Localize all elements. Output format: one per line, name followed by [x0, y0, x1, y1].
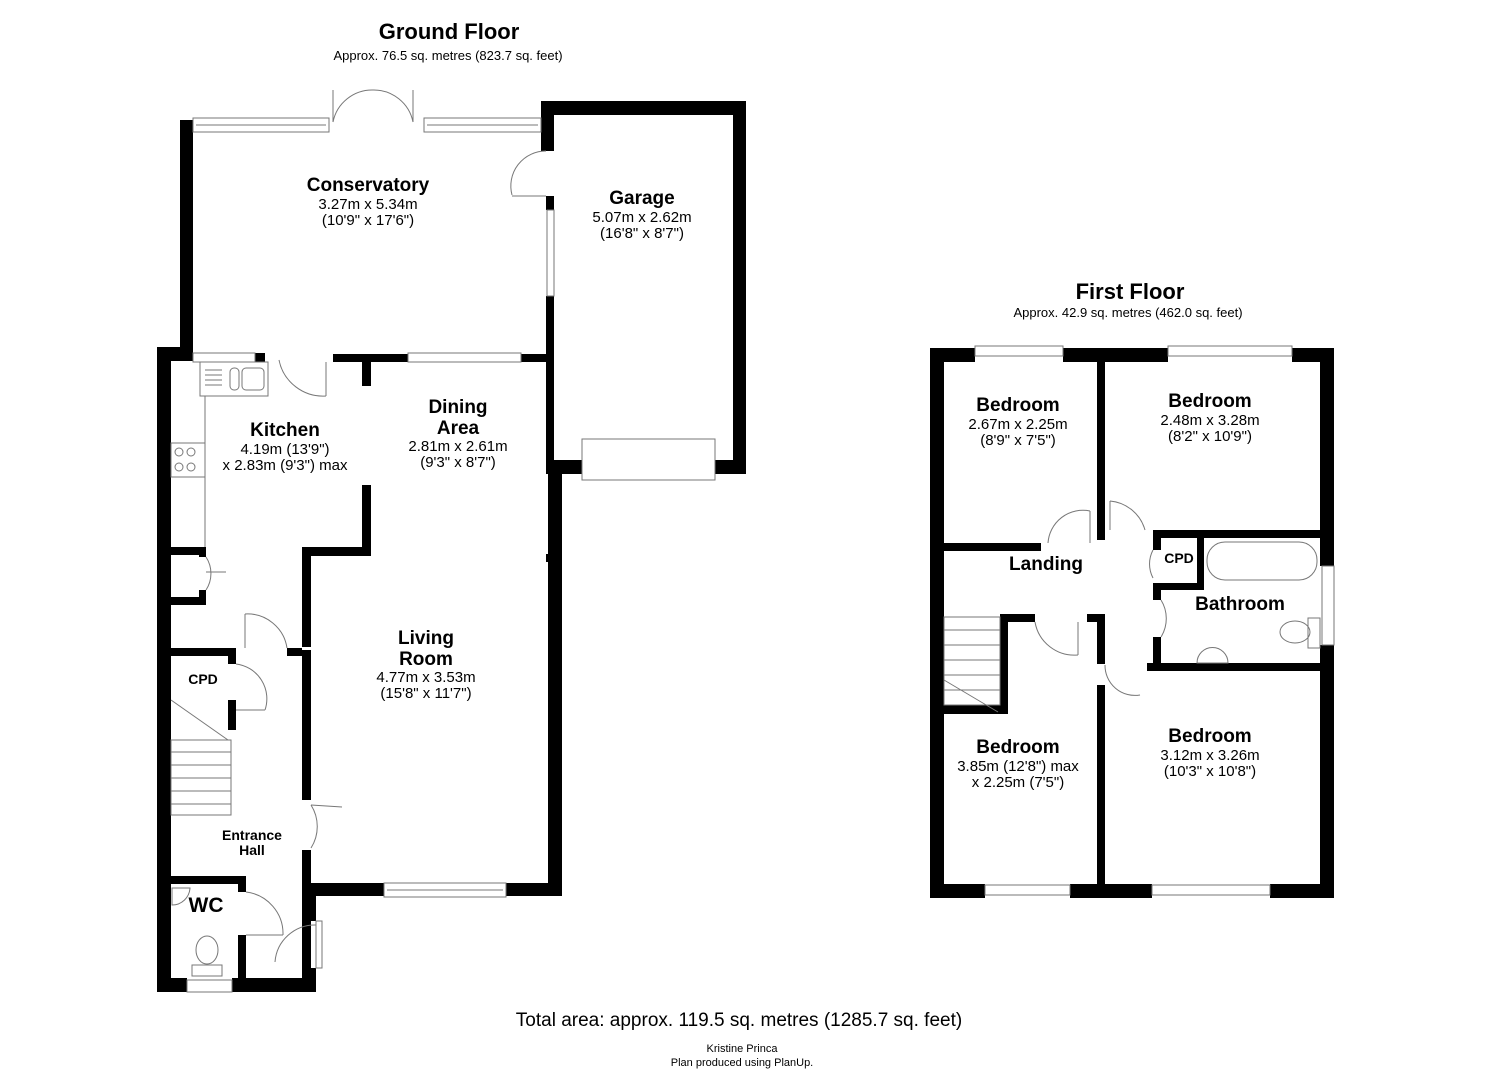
room-dim-imperial: (10'3" x 10'8")	[1163, 762, 1257, 780]
room-bathroom: Bathroom	[1195, 594, 1285, 616]
first-floor-fixtures	[943, 345, 1335, 896]
room-dim-metric: 4.77m x 3.53m	[376, 669, 476, 687]
room-dim-metric: 2.48m x 3.28m	[1160, 411, 1260, 429]
first-floor-area: Approx. 42.9 sq. metres (462.0 sq. feet)	[1013, 305, 1243, 320]
room-name-line2: Area	[436, 417, 480, 439]
room-dim-imperial: (16'8" x 8'7")	[600, 224, 684, 242]
room-dim-metric: 3.85m (12'8") max	[957, 757, 1079, 775]
room-name: Landing	[1009, 554, 1083, 575]
ground-floor-fixtures	[170, 89, 716, 993]
total-area: Total area: approx. 119.5 sq. metres (12…	[515, 1010, 963, 1031]
room-name: Bedroom	[976, 395, 1060, 416]
room-bedroom-4: Bedroom 3.12m x 3.26m (10'3" x 10'8")	[1160, 726, 1260, 780]
room-dim-imperial: (15'8" x 11'7")	[380, 685, 472, 703]
ground-floor-title: Ground Floor	[378, 19, 520, 44]
room-landing: Landing	[1009, 554, 1083, 576]
room-name: Bedroom	[1168, 726, 1252, 747]
plan-credit: Kristine Princa Plan produced using Plan…	[671, 1043, 813, 1071]
room-name: Entrance	[222, 827, 282, 843]
room-name-line2: Room	[399, 648, 453, 670]
room-entrance-hall: Entrance Hall	[222, 827, 282, 859]
room-dim-metric: 3.12m x 3.26m	[1160, 746, 1260, 764]
room-bedroom-1: Bedroom 2.67m x 2.25m (8'9" x 7'5")	[968, 395, 1068, 449]
room-dim-imperial: x 2.25m (7'5")	[971, 773, 1065, 791]
room-dim-metric: 4.19m (13'9")	[240, 440, 330, 458]
room-dim-imperial: (9'3" x 8'7")	[420, 454, 496, 472]
room-dim-metric: 5.07m x 2.62m	[592, 208, 692, 226]
room-dim-metric: 2.67m x 2.25m	[968, 415, 1068, 433]
room-name: Living	[398, 628, 454, 649]
room-name: Bedroom	[976, 737, 1060, 758]
room-kitchen: Kitchen 4.19m (13'9") x 2.83m (9'3") max	[222, 420, 348, 474]
room-name: Kitchen	[250, 420, 320, 441]
room-dining-area: Dining Area 2.81m x 2.61m (9'3" x 8'7")	[408, 397, 508, 472]
room-name: Garage	[609, 188, 675, 209]
room-wc: WC	[188, 894, 224, 918]
credit-software: Plan produced using PlanUp.	[670, 1056, 814, 1069]
room-name: CPD	[1164, 550, 1194, 566]
ground-floor-walls	[157, 101, 746, 992]
room-living-room: Living Room 4.77m x 3.53m (15'8" x 11'7"…	[376, 628, 476, 703]
room-name: CPD	[188, 671, 218, 687]
room-dim-imperial: (8'9" x 7'5")	[980, 431, 1056, 449]
first-floor-title: First Floor	[1075, 279, 1185, 304]
room-dim-imperial: (10'9" x 17'6")	[321, 211, 415, 229]
first-floor-walls	[930, 348, 1334, 898]
room-bedroom-2: Bedroom 2.48m x 3.28m (8'2" x 10'9")	[1160, 391, 1260, 445]
room-bedroom-3: Bedroom 3.85m (12'8") max x 2.25m (7'5")	[957, 737, 1079, 791]
room-name: Bathroom	[1195, 594, 1285, 615]
room-dim-imperial: (8'2" x 10'9")	[1168, 427, 1252, 445]
credit-name: Kristine Princa	[706, 1043, 778, 1055]
room-garage: Garage 5.07m x 2.62m (16'8" x 8'7")	[592, 188, 692, 242]
room-dim-metric: 2.81m x 2.61m	[408, 438, 508, 456]
room-cpd-first: CPD	[1164, 550, 1194, 566]
ground-floor-area: Approx. 76.5 sq. metres (823.7 sq. feet)	[333, 48, 563, 63]
room-name: Conservatory	[306, 175, 430, 196]
room-name: WC	[188, 894, 224, 917]
room-cpd-ground: CPD	[188, 671, 218, 687]
room-dim-metric: 3.27m x 5.34m	[318, 195, 418, 213]
room-name-line2: Hall	[239, 842, 265, 859]
room-dim-imperial: x 2.83m (9'3") max	[222, 456, 348, 474]
room-name: Bedroom	[1168, 391, 1252, 412]
room-conservatory: Conservatory 3.27m x 5.34m (10'9" x 17'6…	[306, 175, 430, 229]
room-name: Dining	[428, 397, 488, 418]
